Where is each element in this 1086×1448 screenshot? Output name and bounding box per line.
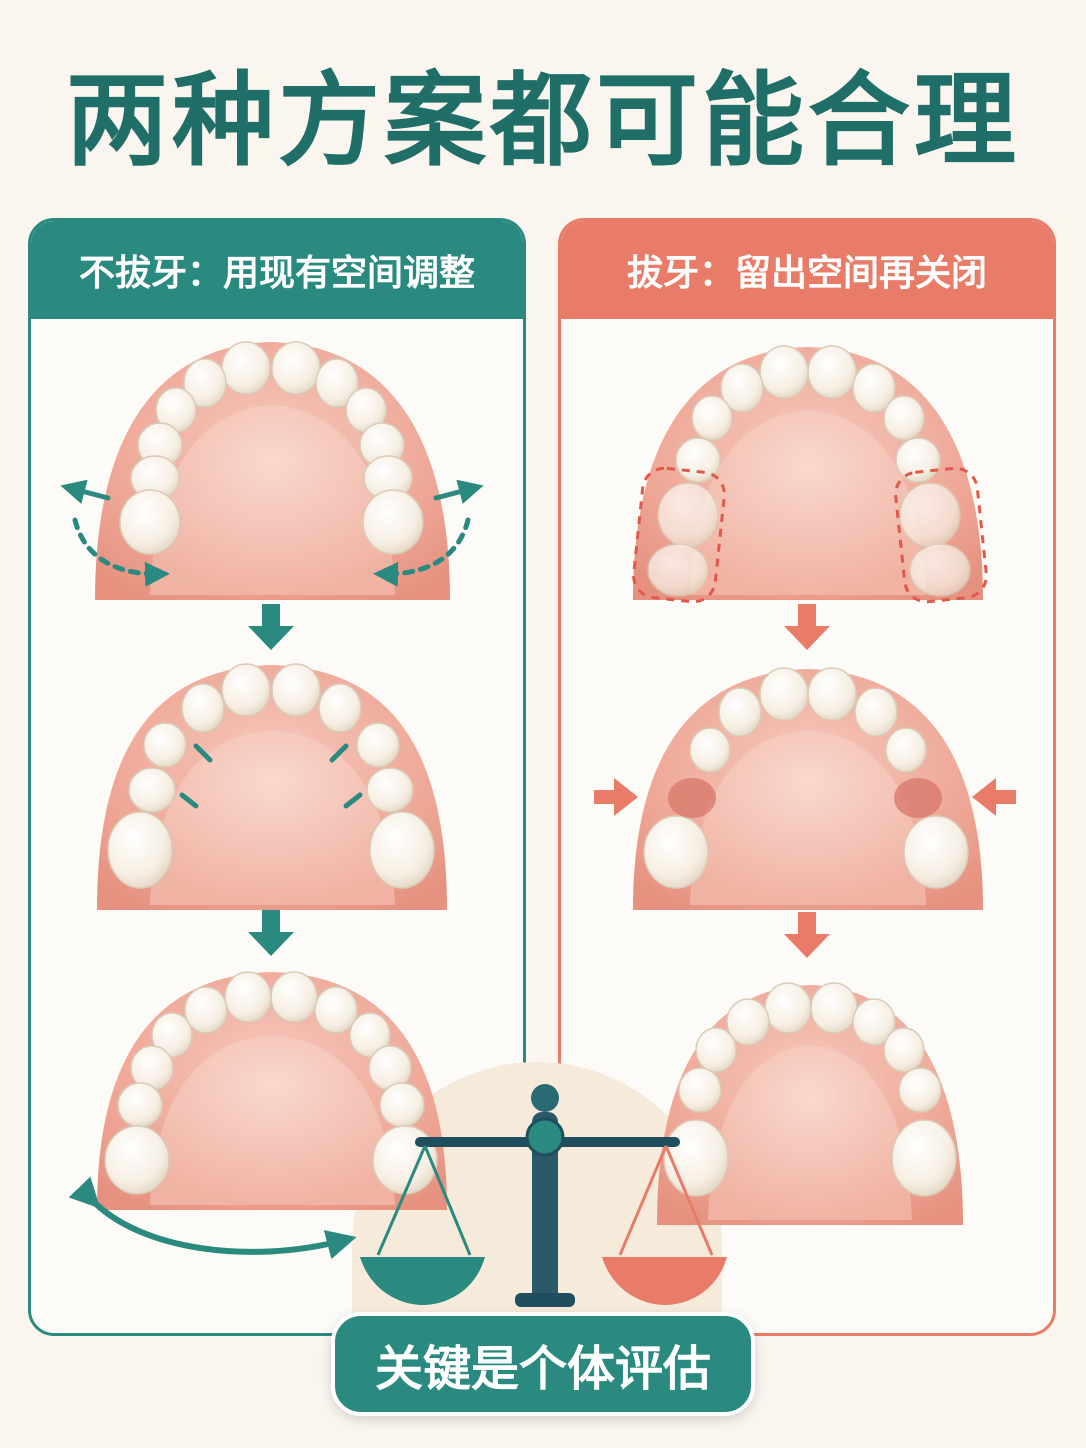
- scale-icon: [360, 1084, 727, 1307]
- extraction-header: 拔牙：留出空间再关闭: [561, 221, 1053, 319]
- non-extraction-header: 不拔牙：用现有空间调整: [31, 221, 523, 319]
- arch-right-3: [657, 982, 963, 1225]
- arch-left-1: [60, 341, 484, 600]
- conclusion-badge: 关键是个体评估: [331, 1312, 755, 1416]
- down-arrow-icon: [784, 604, 830, 650]
- down-arrow-icon: [248, 910, 294, 956]
- down-arrow-icon: [784, 912, 830, 958]
- down-arrow-icon: [248, 604, 294, 650]
- arch-right-2: [594, 667, 1016, 910]
- arch-right-1: [632, 345, 988, 604]
- inward-arrow-icon: [594, 778, 1016, 816]
- arch-left-2: [97, 663, 447, 910]
- page-title: 两种方案都可能合理: [66, 62, 1020, 181]
- arch-left-3: [68, 971, 447, 1260]
